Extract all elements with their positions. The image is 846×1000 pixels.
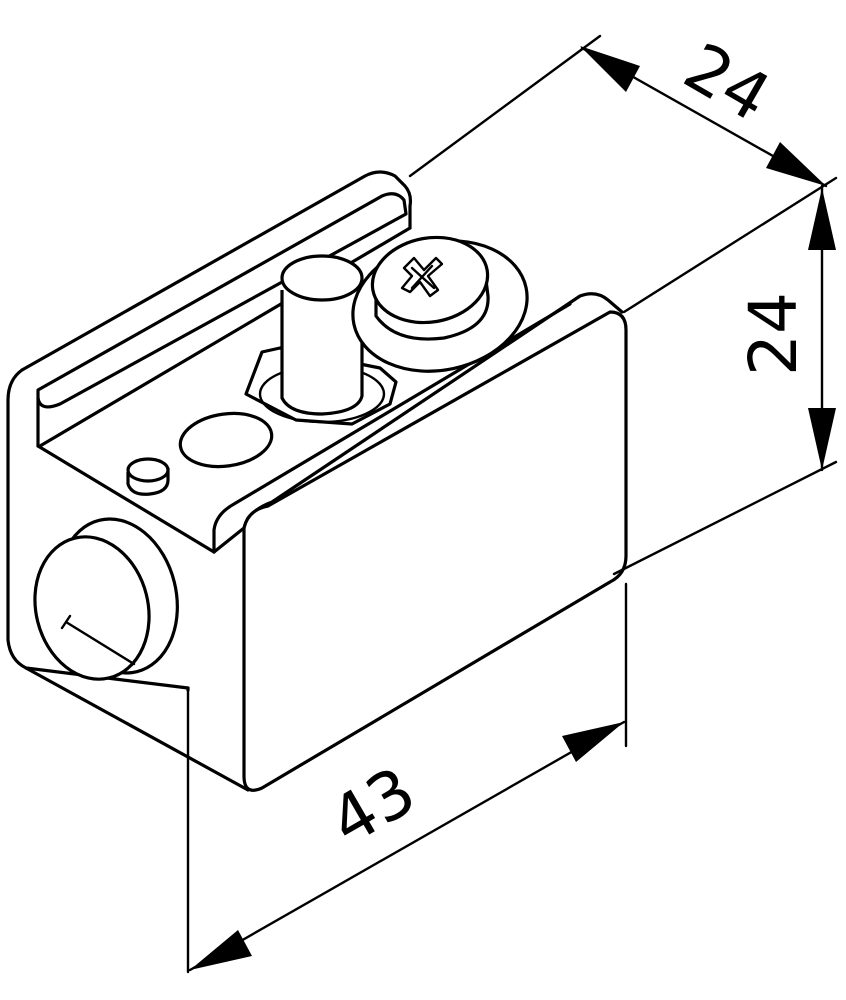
bottom-front-edge — [24, 666, 250, 792]
arrowhead-icon — [766, 142, 826, 186]
channel-top-edge — [20, 170, 413, 372]
screw-axis-mark — [60, 614, 136, 666]
extension-line-right — [622, 176, 838, 314]
hole — [178, 411, 274, 469]
arrowhead-icon — [562, 722, 624, 762]
length-dimension-line — [188, 720, 626, 972]
extension-line-top — [408, 34, 602, 178]
arrowhead-icon — [808, 188, 836, 250]
plate-face — [242, 310, 628, 792]
arrowhead-icon — [580, 46, 640, 92]
left-outer-face — [6, 368, 190, 690]
plate-side-join — [212, 526, 246, 554]
height-dimension-label: 24 — [735, 292, 812, 376]
pin-top — [280, 254, 364, 302]
pin-shaft — [280, 282, 364, 416]
width-dimension-label: 24 — [672, 28, 783, 137]
phillips-screw — [351, 235, 529, 373]
set-screw — [33, 517, 179, 681]
channel-floor-front — [36, 444, 216, 554]
channel-inner-lip — [36, 192, 408, 409]
phillips-cross-icon — [400, 256, 444, 298]
clamp-body — [6, 170, 572, 792]
front-plate — [212, 292, 628, 792]
cylindrical-pin — [244, 254, 398, 426]
extension-line-bottom — [612, 460, 838, 576]
dimension-height: 24 — [612, 184, 838, 576]
channel-right-wall — [212, 302, 572, 554]
small-pin — [126, 457, 170, 496]
screw-head — [33, 535, 151, 681]
arrowhead-icon — [808, 408, 836, 470]
arrowhead-icon — [190, 930, 252, 970]
